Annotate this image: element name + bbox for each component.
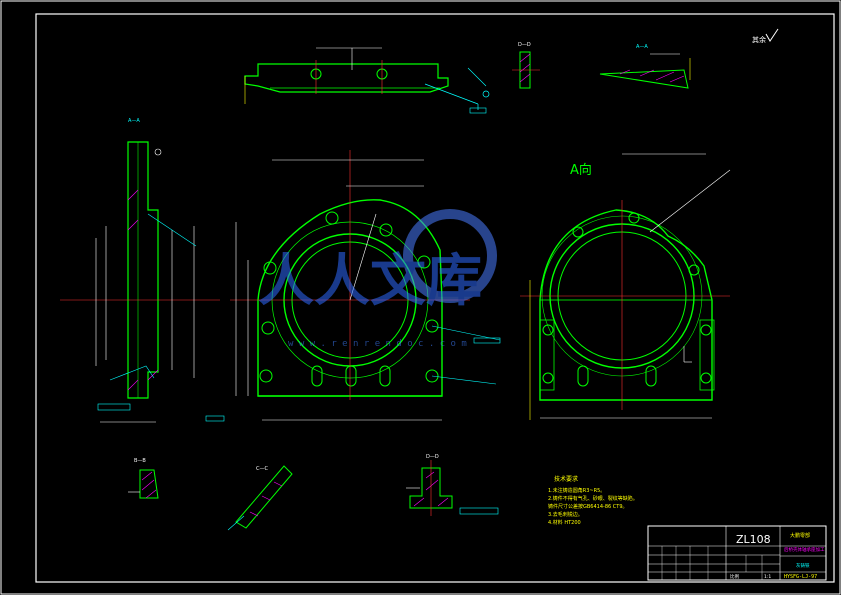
- roughness-label: 其余: [752, 35, 766, 44]
- section-dd-bottom-label: D—D: [426, 454, 439, 460]
- scale-label: 比例: [730, 573, 739, 580]
- company-name: 大鹏零部: [790, 532, 810, 539]
- material-name: 灰铸铁: [796, 562, 810, 569]
- tech-note-line: 3.去毛刺锐边。: [548, 511, 583, 518]
- roughness-note: 其余: [752, 28, 779, 44]
- wedge-section: A—A: [599, 44, 691, 89]
- section-cc: C—C: [227, 465, 293, 531]
- scale-value: 1:1: [764, 574, 771, 580]
- section-top-small: D—D: [512, 42, 540, 89]
- technical-requirements: 技术要求 1.未注铸造圆角R3~R5。 2.铸件不得有气孔、砂眼、裂纹等缺陷。 …: [548, 475, 638, 526]
- section-aa-side-label: A—A: [128, 118, 140, 124]
- tech-note-line: 4.材料 HT200: [548, 519, 581, 526]
- section-dd-label: D—D: [518, 42, 531, 48]
- section-bb-label: B—B: [134, 458, 146, 464]
- tech-note-line: 2.铸件不得有气孔、砂眼、裂纹等缺陷。: [548, 495, 638, 502]
- tech-notes-heading: 技术要求: [554, 475, 578, 483]
- section-aa-top-label: A—A: [636, 44, 648, 50]
- section-dd-bottom: D—D: [406, 454, 499, 516]
- left-side-view: A—A: [60, 118, 220, 423]
- tech-note-line: 铸件尺寸公差按GB6414-86 CT9。: [548, 503, 628, 510]
- a-direction-view: A向: [520, 153, 731, 420]
- section-cc-label: C—C: [256, 466, 268, 472]
- top-view: [244, 47, 490, 114]
- front-view: [205, 150, 501, 422]
- view-a-label: A向: [570, 162, 592, 178]
- drawing-number: HYSFG-LJ-97: [784, 574, 817, 580]
- title-block: ZL108 大鹏零部 后桥壳体轴承座加工 灰铸铁 HYSFG-LJ-97 比例 …: [647, 525, 827, 581]
- watermark: 人人文库 w w w . r e n r e n d o c . c o m: [258, 209, 497, 349]
- tech-note-line: 1.未注铸造圆角R3~R5。: [548, 487, 605, 494]
- drawing-code: ZL108: [736, 533, 771, 546]
- sheet-inner-frame: [35, 13, 835, 583]
- part-name: 后桥壳体轴承座加工: [784, 546, 825, 553]
- watermark-url: w w w . r e n r e n d o c . c o m: [288, 339, 467, 349]
- section-bb: B—B: [128, 458, 159, 499]
- watermark-text: 人人文库: [258, 249, 482, 314]
